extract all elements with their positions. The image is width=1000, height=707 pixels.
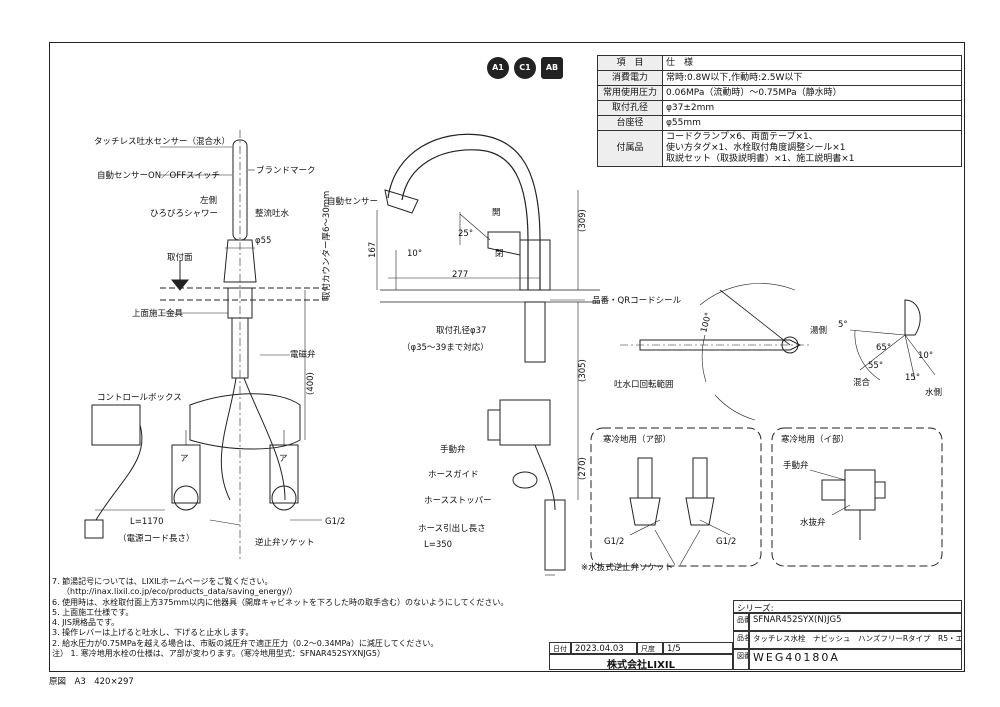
label-close: 閉	[495, 249, 504, 259]
dim-270: (270)	[578, 457, 588, 480]
label-hot-side: 湯側	[810, 325, 827, 336]
accessory-line: 使い方タグ×1、水栓取付角度調整シール×1	[666, 143, 846, 153]
scale-value: 1/5	[663, 642, 733, 654]
part-label: 品番	[733, 613, 749, 631]
accessory-line: コードクランプ×6、両面テープ×1、	[666, 132, 818, 142]
name-label: 品名	[733, 631, 749, 649]
label-hose-guide: ホースガイド	[428, 469, 479, 480]
spec-accessories: コードクランプ×6、両面テープ×1、 使い方タグ×1、水栓取付角度調整シール×1…	[662, 130, 962, 167]
label-left-side: 左側	[200, 195, 217, 206]
note-line: 4. JIS規格品です。	[52, 618, 120, 628]
label-cold-a-title: 寒冷地用（ア部）	[603, 434, 671, 445]
note-text: 1. 寒冷地用水栓の仕様は、ア部が変わります。（寒冷地用型式：SFNAR452S…	[70, 649, 385, 659]
angle-65: 65°	[876, 343, 891, 353]
dim-309: (309)	[578, 209, 588, 232]
series-cell: シリーズ:	[733, 600, 962, 613]
spec-item: 常用使用圧力	[597, 85, 663, 101]
date-value: 2023.04.03	[571, 642, 637, 654]
label-solenoid-valve: 電磁弁	[290, 349, 316, 360]
dim-167: 167	[368, 242, 378, 258]
note-line: 6. 使用時は、水栓取付面上方375mm以内に他器具（開扉キャビネットを下ろした…	[52, 597, 509, 607]
note-line: 7. 節湯記号については、LIXILホームページをご覧ください。	[52, 577, 273, 586]
label-upper-fitting: 上面施工金具	[132, 308, 184, 319]
label-g12-a: G1/2	[604, 537, 624, 547]
angle-55: 55°	[868, 361, 883, 371]
dim-l350: L=350	[424, 540, 452, 550]
angle-10: 10°	[407, 249, 422, 259]
drawing-frame	[49, 42, 965, 672]
mark-a-left: ア	[180, 454, 189, 464]
label-g12-b: G1/2	[716, 537, 736, 547]
dim-277: 277	[452, 270, 468, 280]
label-seiryu: 整流吐水	[255, 208, 290, 219]
label-g12-front: G1/2	[325, 517, 345, 527]
note-line: 注） 1. 寒冷地用水栓の仕様は、ア部が変わります。（寒冷地用型式：SFNAR4…	[52, 649, 532, 659]
spec-item: 付属品	[597, 130, 663, 167]
angle-15: 15°	[905, 373, 920, 383]
series-label: シリーズ:	[737, 604, 774, 613]
spec-item: 台座径	[597, 115, 663, 131]
dim-l1170: L=1170	[130, 517, 164, 527]
company-name: 株式会社LIXIL	[549, 654, 733, 670]
label-dia55: φ55	[255, 236, 271, 246]
scale-label: 尺度	[637, 642, 663, 654]
label-drain-check-socket: ※水抜式逆止弁ソケット	[581, 562, 673, 573]
label-cold-b-title: 寒冷地用（イ部）	[781, 434, 849, 445]
label-mix: 混合	[853, 377, 871, 388]
saving-badge-a1: A1	[487, 57, 509, 79]
angle-100: 100°	[699, 311, 714, 333]
note-line: 5. 上面施工仕様です。	[52, 607, 134, 617]
label-hole-dia: 取付孔径φ37	[436, 325, 486, 336]
label-manual-valve-b: 手動弁	[783, 460, 809, 471]
drawing-label: 図番	[733, 649, 749, 670]
label-hose-length: ホース引出し長さ	[418, 523, 486, 534]
drawing-number: WEG40180A	[749, 649, 962, 670]
label-auto-sensor: 自動センサー	[327, 196, 378, 207]
angle-5: 5°	[838, 320, 848, 330]
dim-400: (400)	[306, 372, 316, 395]
label-hole-range: （φ35～39まで対応）	[402, 342, 489, 353]
date-label: 日付	[549, 642, 571, 654]
dim-305: (305)	[578, 359, 588, 382]
label-touchless-sensor: タッチレス吐水センサー（混合水）	[94, 136, 230, 147]
label-drain-valve: 水抜弁	[800, 517, 826, 528]
note-line: 2. 給水圧力が0.75MPaを越える場合は、市販の減圧弁で適正圧力（0.2～0…	[52, 638, 439, 648]
label-part-qr: 品番・QRコードシール	[592, 295, 682, 306]
label-spout-range: 吐水口回転範囲	[614, 379, 674, 390]
label-counter-thickness: 取付カウンター厚6～30mm	[321, 191, 332, 300]
mark-a-right: ア	[279, 454, 288, 464]
part-number: SFNAR452SYX(N)JG5	[749, 613, 962, 631]
label-open: 開	[492, 208, 501, 218]
label-cold-side: 水側	[925, 387, 942, 398]
label-hose-stopper: ホースストッパー	[424, 496, 492, 506]
angle-10b: 10°	[918, 351, 933, 361]
note-line: （http://inax.lixil.co.jp/eco/products_da…	[62, 587, 298, 597]
label-manual-valve: 手動弁	[440, 444, 466, 455]
label-power-cord: （電源コード長さ）	[118, 533, 195, 544]
label-hirobiro-shower: ひろびろシャワー	[150, 209, 218, 219]
label-check-socket: 逆止弁ソケット	[255, 537, 315, 548]
angle-25: 25°	[458, 229, 473, 239]
label-control-box: コントロールボックス	[97, 393, 182, 403]
label-brand-mark: ブランドマーク	[256, 165, 316, 176]
label-mount-surface: 取付面	[167, 252, 193, 263]
notes-prefix: 注）	[52, 649, 68, 659]
title-block: シリーズ: 品番 SFNAR452SYX(N)JG5 品名 タッチレス水栓 ナビ…	[549, 600, 962, 670]
notes-block: 7. 節湯記号については、LIXILホームページをご覧ください。 （http:/…	[52, 577, 532, 659]
label-auto-sensor-switch: 自動センサーON／OFFスイッチ	[97, 170, 220, 181]
product-name: タッチレス水栓 ナビッシュ ハンズフリーRタイプ R5・エコハンドル	[749, 631, 962, 649]
accessory-line: 取説セット（取扱説明書）×1、施工説明書×1	[666, 154, 855, 164]
paper-size-footer: 原図 A3 420×297	[49, 677, 134, 687]
note-line: 3. 操作レバーは上げると吐水し、下げると止水します。	[52, 628, 254, 638]
saving-badge-ab: AB	[541, 57, 563, 79]
saving-badge-c1: C1	[514, 57, 536, 79]
